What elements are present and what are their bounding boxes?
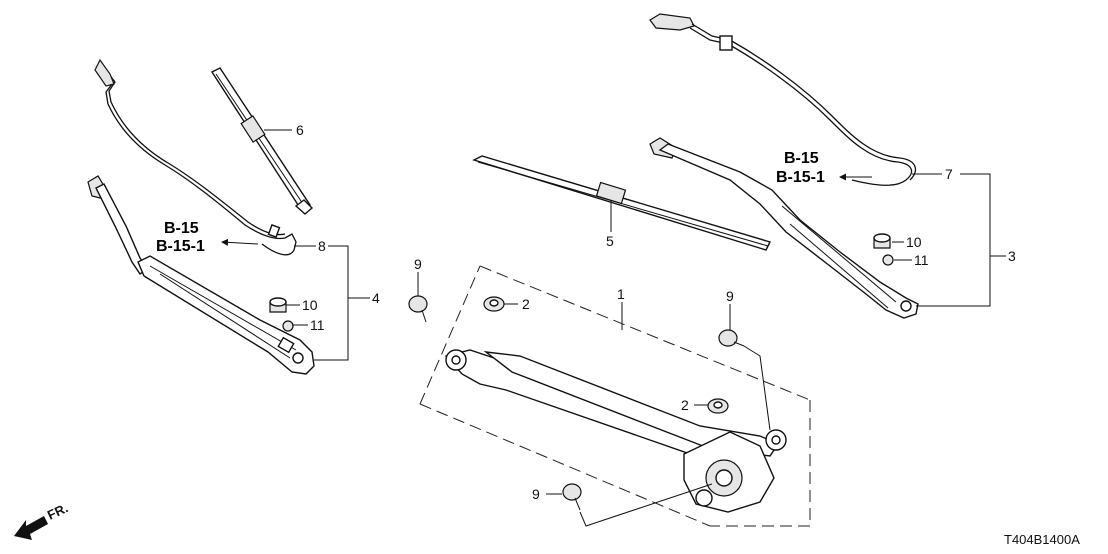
bolt-9-bottom <box>562 483 582 511</box>
ref-b15-right[interactable]: B-15 <box>784 150 819 167</box>
ref-b15-1-right[interactable]: B-15-1 <box>776 169 825 186</box>
ref-b15-1-left[interactable]: B-15-1 <box>156 238 205 255</box>
ref-arrow-left <box>221 238 259 246</box>
callout-10-left: 10 <box>302 297 318 313</box>
nut-11-left <box>282 320 294 332</box>
grommet-2-upper <box>483 296 505 312</box>
leader-lines <box>264 129 1006 527</box>
ref-b15-left[interactable]: B-15 <box>164 220 199 237</box>
drawing-code: T404B1400A <box>1004 532 1080 547</box>
callout-9-left: 9 <box>414 256 422 272</box>
grommet-2-lower <box>707 398 729 414</box>
callout-11-right: 11 <box>914 252 929 268</box>
wiper-blade-left <box>210 67 314 215</box>
callout-2-upper: 2 <box>522 296 530 312</box>
callout-6: 6 <box>296 122 304 138</box>
callout-8: 8 <box>318 238 326 254</box>
callout-7: 7 <box>945 166 953 182</box>
wiper-linkage-assembly <box>419 265 811 527</box>
callout-10-right: 10 <box>906 234 922 250</box>
cap-10-right <box>873 233 891 249</box>
front-direction-indicator: FR. <box>14 500 70 540</box>
nut-11-right <box>882 254 894 266</box>
wiper-blade-right <box>472 155 771 251</box>
callout-5: 5 <box>606 233 614 249</box>
callout-1: 1 <box>617 286 625 302</box>
washer-hose-right <box>649 13 917 186</box>
bolt-9-left <box>408 295 428 323</box>
wiper-arm-right <box>649 137 919 319</box>
wiper-arm-left <box>87 175 315 375</box>
callout-11-left: 11 <box>310 317 325 333</box>
callout-9-bottom: 9 <box>532 486 540 502</box>
bolt-9-right <box>718 329 745 347</box>
callout-3: 3 <box>1008 248 1016 264</box>
callout-2-lower: 2 <box>681 397 689 413</box>
callout-4: 4 <box>372 290 380 306</box>
front-label: FR. <box>45 500 70 522</box>
callout-9-right: 9 <box>726 288 734 304</box>
cap-10-left <box>269 297 287 313</box>
washer-hose-left <box>94 58 297 256</box>
front-arrow-icon <box>14 516 48 540</box>
